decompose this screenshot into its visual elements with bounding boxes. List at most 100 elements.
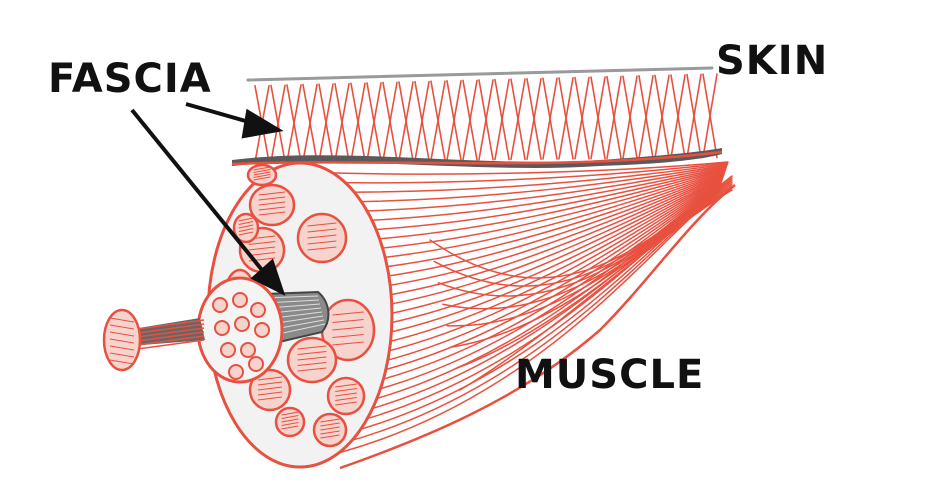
muscle-body	[231, 150, 736, 470]
skin-hatch-line	[526, 77, 542, 161]
skin-hatch-line	[702, 73, 718, 159]
fascicle	[326, 376, 366, 416]
muscle-fiber-line	[334, 171, 726, 273]
fiber-dot	[232, 292, 248, 308]
fascicle-texture	[332, 311, 364, 316]
fiber-end-line	[109, 352, 135, 358]
skin-hatch-line	[574, 76, 590, 160]
arrowhead-fascicle	[250, 258, 286, 296]
fascicle-texture	[332, 334, 364, 338]
muscle-fiber-cross-line	[433, 177, 733, 287]
fiber-dots	[212, 292, 270, 380]
muscle-fiber-line	[334, 180, 723, 363]
skin-hatch-line	[622, 75, 638, 160]
fiber-end-line	[109, 324, 135, 330]
fascicle-texture	[307, 234, 337, 239]
fascicle-texture	[253, 174, 271, 178]
muscle-fiber-line	[337, 173, 725, 293]
muscle-fibers	[299, 161, 733, 463]
fascicle-texture	[281, 411, 299, 416]
skin-surface-line	[246, 66, 714, 82]
muscle-fiber-line	[323, 167, 727, 233]
fascicle	[286, 336, 338, 384]
skin-hatch-line	[606, 75, 622, 160]
fiber-dot	[212, 297, 228, 313]
fascicle-texture	[258, 211, 286, 216]
skin-hatch-line	[654, 74, 670, 159]
fiber-end-hatch	[109, 317, 135, 365]
fascicle-texture	[258, 201, 286, 206]
fiber-dot	[250, 302, 266, 318]
fascicle-texture	[238, 217, 254, 222]
muscle-fiber-line	[339, 175, 724, 313]
fascicle-texture	[238, 221, 254, 225]
skin-hatch-line	[350, 82, 366, 162]
pulled-fascicle	[196, 276, 330, 384]
skin-hatch-line	[542, 77, 558, 160]
skin-hatch-line	[366, 82, 382, 162]
skin-hatch-line	[318, 83, 334, 163]
fascicle-texture	[320, 426, 340, 431]
fascicle-texture	[257, 381, 283, 386]
fascicle	[312, 412, 348, 448]
muscle-fiber-line	[316, 165, 728, 213]
muscle-fiber-cross-line	[442, 181, 733, 310]
fascicle-texture	[332, 326, 364, 331]
fascicle-texture	[335, 401, 357, 406]
fascicle-texture	[258, 206, 286, 211]
fiber-end-line	[109, 345, 135, 351]
fascicle-texture	[335, 392, 357, 397]
fascicle-texture	[281, 422, 299, 426]
skin-label: SKIN	[716, 38, 828, 84]
fascicle-texture	[257, 391, 283, 396]
muscle-fiber-line	[303, 162, 729, 184]
muscle-label: MUSCLE	[515, 352, 704, 398]
fiber-strand	[129, 331, 205, 343]
fiber-dot	[228, 364, 244, 380]
muscle-fiber-cross-line	[450, 185, 733, 348]
muscle-fiber-line	[336, 172, 725, 283]
fascicle-texture	[258, 191, 286, 196]
muscle-fiber-line	[312, 164, 728, 203]
fascicle-texture	[297, 367, 327, 372]
fascicle-texture	[258, 196, 286, 201]
fascicle-texture	[332, 319, 364, 323]
fascicle-texture	[297, 345, 327, 350]
muscle-fiber-line	[338, 174, 725, 303]
fascicle-texture	[320, 418, 340, 423]
skin-hatch-line	[286, 84, 302, 163]
muscle-fiber-line	[332, 181, 722, 373]
fascicle-texture	[335, 388, 357, 392]
fascicle-texture	[257, 386, 283, 391]
fascicle-texture	[253, 176, 271, 181]
fascicle	[274, 406, 306, 438]
fiber-end	[102, 308, 142, 372]
muscle-fiber-line	[326, 184, 722, 393]
fascicle-texture	[248, 246, 276, 251]
skin-hatch-line	[302, 83, 318, 163]
arrow-to-skin-fascia	[185, 102, 257, 126]
muscle-fiber-cross-line	[459, 189, 733, 391]
skin-hatch	[254, 73, 718, 163]
skin-hatch-line	[430, 80, 446, 161]
fiber-strands	[129, 319, 205, 351]
fascicle-texture	[257, 396, 283, 401]
fascicle-texture	[307, 222, 337, 227]
fascicle-texture	[238, 224, 254, 229]
fascicle-texture	[307, 246, 337, 251]
fascicle-texture	[307, 240, 337, 245]
skin-hatch-line	[686, 73, 702, 159]
fascicle-texture	[253, 171, 271, 176]
fiber-dot	[234, 316, 250, 332]
fascicle	[296, 212, 348, 264]
muscle-fiber-cross-line	[454, 187, 733, 370]
fascicle-texture	[281, 415, 299, 419]
muscle-fiber-line	[299, 161, 729, 175]
muscle-fiber-line	[326, 168, 727, 243]
fiber-end-line	[109, 338, 135, 344]
fiber-end-line	[109, 359, 135, 365]
muscle-fiber-line	[329, 169, 726, 253]
skin-hatch-line	[558, 77, 574, 160]
skin-hatch-line	[670, 74, 686, 159]
